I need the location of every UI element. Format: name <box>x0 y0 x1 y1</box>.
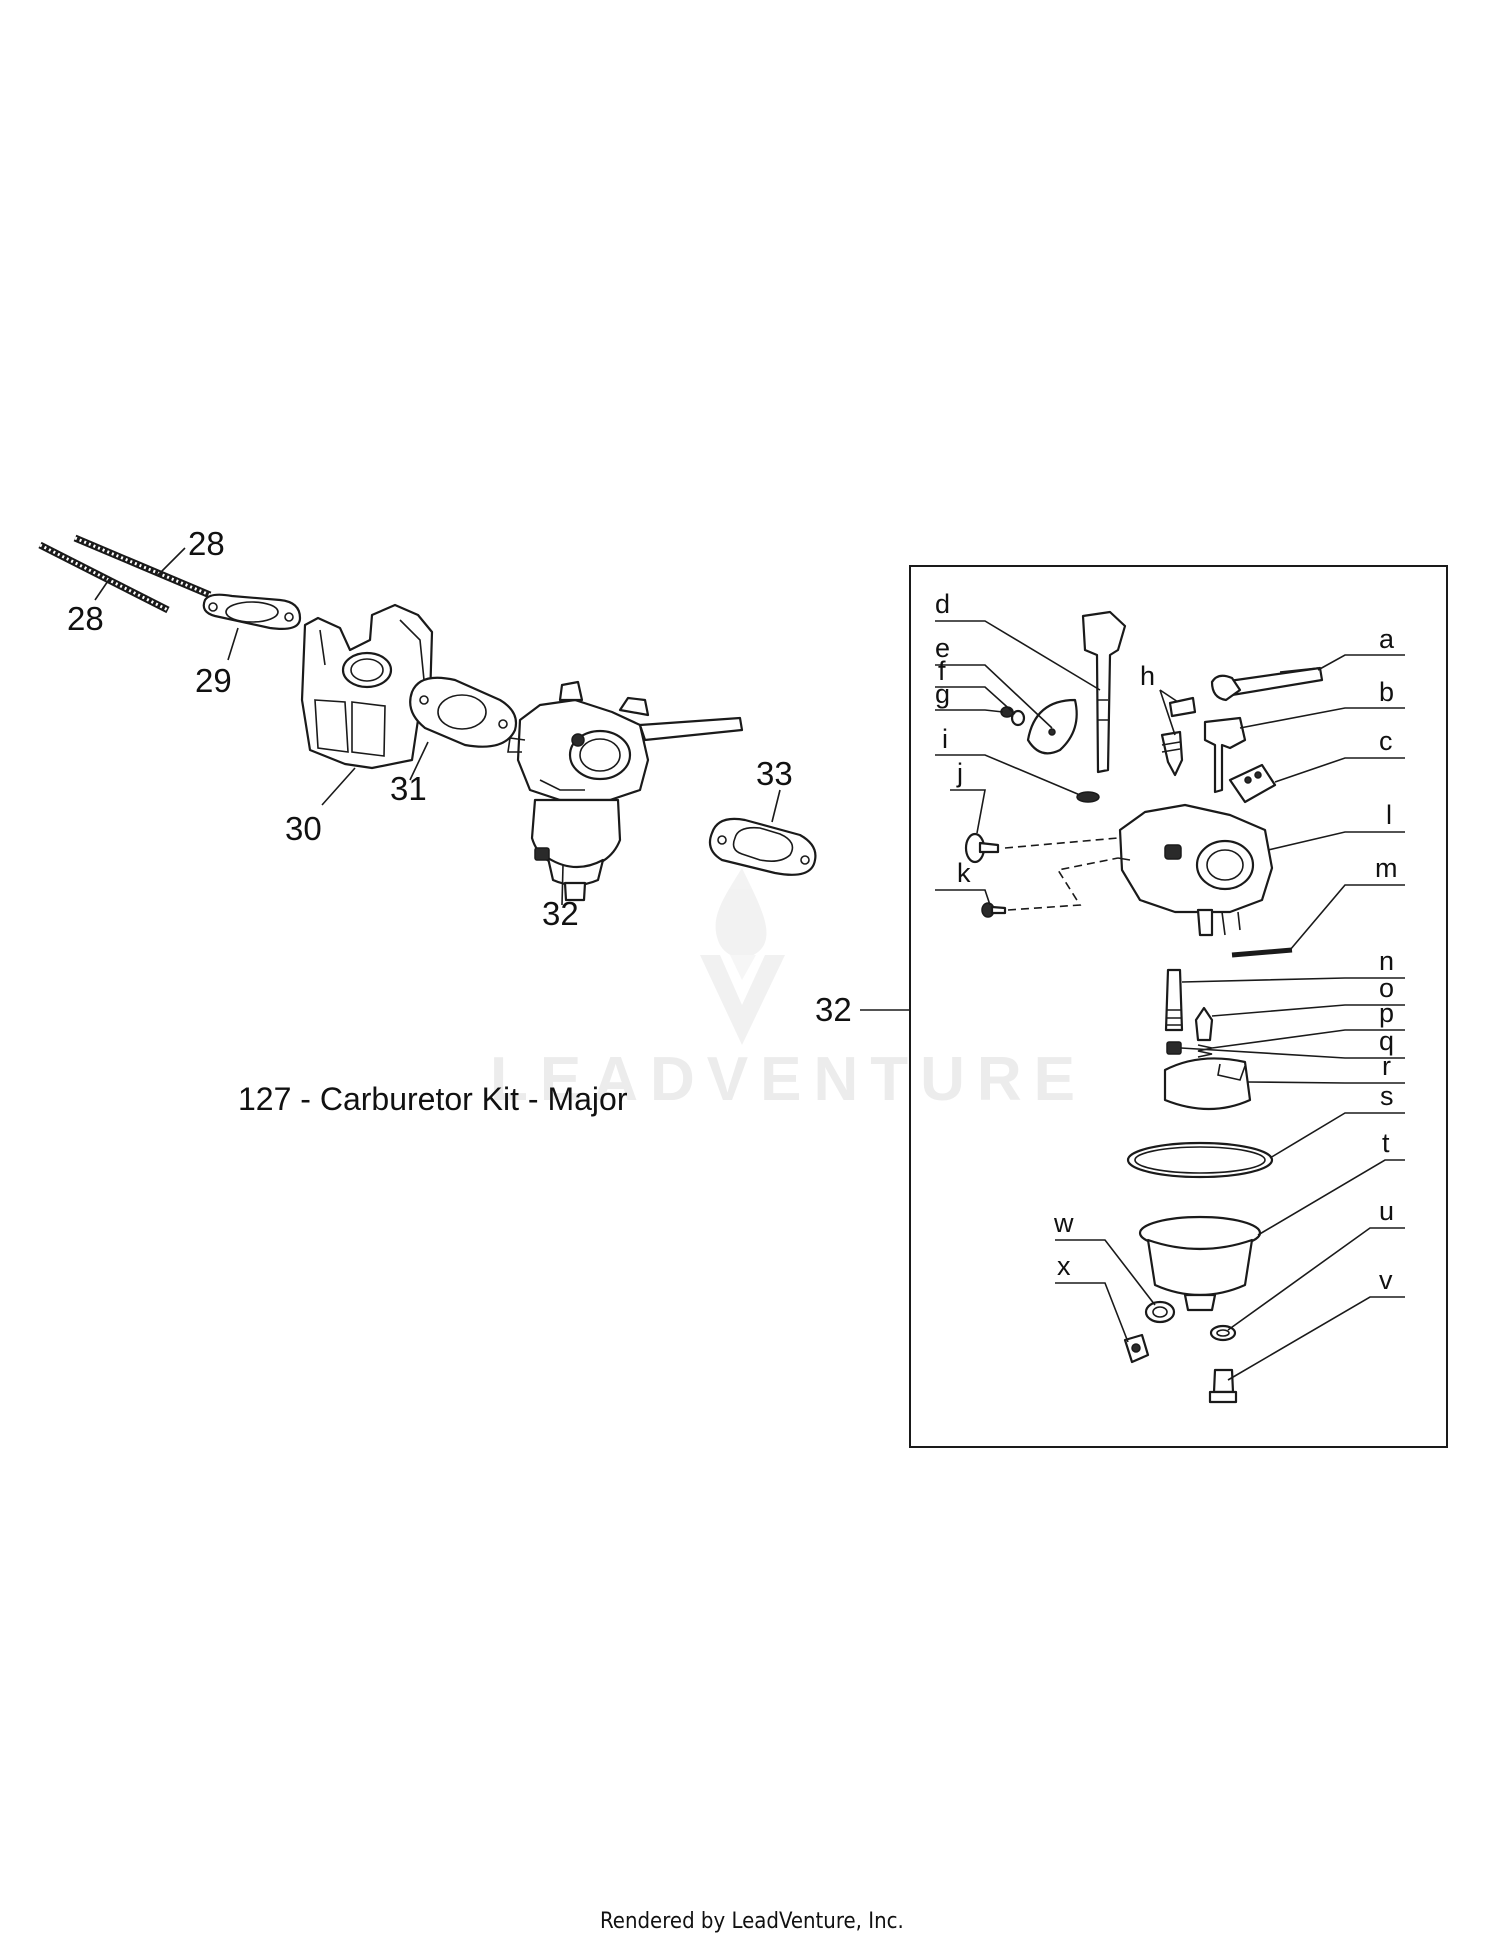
stud-28-upper <box>73 534 212 599</box>
part-p-spring <box>1197 1044 1213 1058</box>
part-e-choke-plate <box>1026 698 1078 755</box>
label-n: n <box>1379 946 1394 976</box>
part-v-bowl-bolt <box>1208 1368 1238 1404</box>
part-l-carburetor-body <box>1117 803 1274 937</box>
part-h-needle <box>1160 696 1197 777</box>
label-b: b <box>1379 677 1394 707</box>
kit-letter-labels: a b c d e f g h i j k l m n o p q r s t … <box>935 589 1398 1295</box>
gasket-31 <box>409 676 518 748</box>
part-i-o-ring <box>1076 791 1100 803</box>
part-w-washer <box>1144 1300 1176 1324</box>
callout-33: 33 <box>756 755 793 792</box>
callout-32-kit: 32 <box>815 991 852 1028</box>
part-k-screw <box>981 902 1007 918</box>
label-p: p <box>1379 998 1394 1028</box>
label-v: v <box>1379 1265 1393 1295</box>
label-u: u <box>1379 1196 1394 1226</box>
gasket-33 <box>708 817 817 876</box>
part-s-bowl-gasket <box>1126 1141 1274 1179</box>
watermark-logo <box>700 868 785 1045</box>
label-e: e <box>935 633 950 663</box>
part-o-float-needle <box>1194 1006 1214 1042</box>
part-q-main-jet <box>1166 1041 1182 1055</box>
diagram-title: 127 - Carburetor Kit - Major <box>238 1081 628 1117</box>
part-d-choke-shaft <box>1081 610 1127 774</box>
label-t: t <box>1382 1128 1390 1158</box>
part-j-screw <box>964 832 1000 864</box>
part-r-float <box>1163 1057 1252 1111</box>
part-f-screw <box>1010 709 1026 727</box>
part-x-drain-plug <box>1123 1333 1150 1364</box>
part-m-float-pin <box>1231 947 1293 958</box>
kit-leaders <box>935 620 1405 1381</box>
label-o: o <box>1379 973 1394 1003</box>
callout-32-left: 32 <box>542 895 579 932</box>
label-l: l <box>1386 800 1392 830</box>
label-w: w <box>1053 1208 1074 1238</box>
label-h: h <box>1140 661 1155 691</box>
label-s: s <box>1380 1081 1394 1111</box>
part-a-throttle-lever <box>1210 666 1324 702</box>
label-g: g <box>935 679 950 709</box>
footer-credit: Rendered by LeadVenture, Inc. <box>600 1909 904 1934</box>
part-t-float-bowl <box>1138 1215 1262 1312</box>
callout-30: 30 <box>285 810 322 847</box>
kit-box <box>909 565 1448 1448</box>
label-m: m <box>1375 853 1398 883</box>
label-a: a <box>1379 624 1395 654</box>
callout-31: 31 <box>390 770 427 807</box>
label-j: j <box>956 758 963 788</box>
carburetor-assembly <box>507 680 744 902</box>
callout-28-upper: 28 <box>188 525 225 562</box>
watermark-text: LEADVENTURE <box>490 1045 1087 1114</box>
label-i: i <box>942 724 948 754</box>
callout-29: 29 <box>195 662 232 699</box>
part-c-throttle-plate <box>1228 763 1277 804</box>
label-x: x <box>1057 1251 1071 1281</box>
label-f: f <box>938 656 946 686</box>
part-b-throttle-shaft <box>1203 716 1247 794</box>
label-d: d <box>935 589 950 619</box>
label-c: c <box>1379 726 1393 756</box>
label-q: q <box>1379 1026 1394 1056</box>
callout-28-lower: 28 <box>67 600 104 637</box>
stud-28-lower <box>38 541 170 614</box>
part-n-main-nozzle <box>1164 968 1184 1032</box>
gasket-29 <box>202 593 302 630</box>
label-r: r <box>1382 1051 1391 1081</box>
label-k: k <box>957 858 971 888</box>
insulator-30 <box>300 603 434 770</box>
